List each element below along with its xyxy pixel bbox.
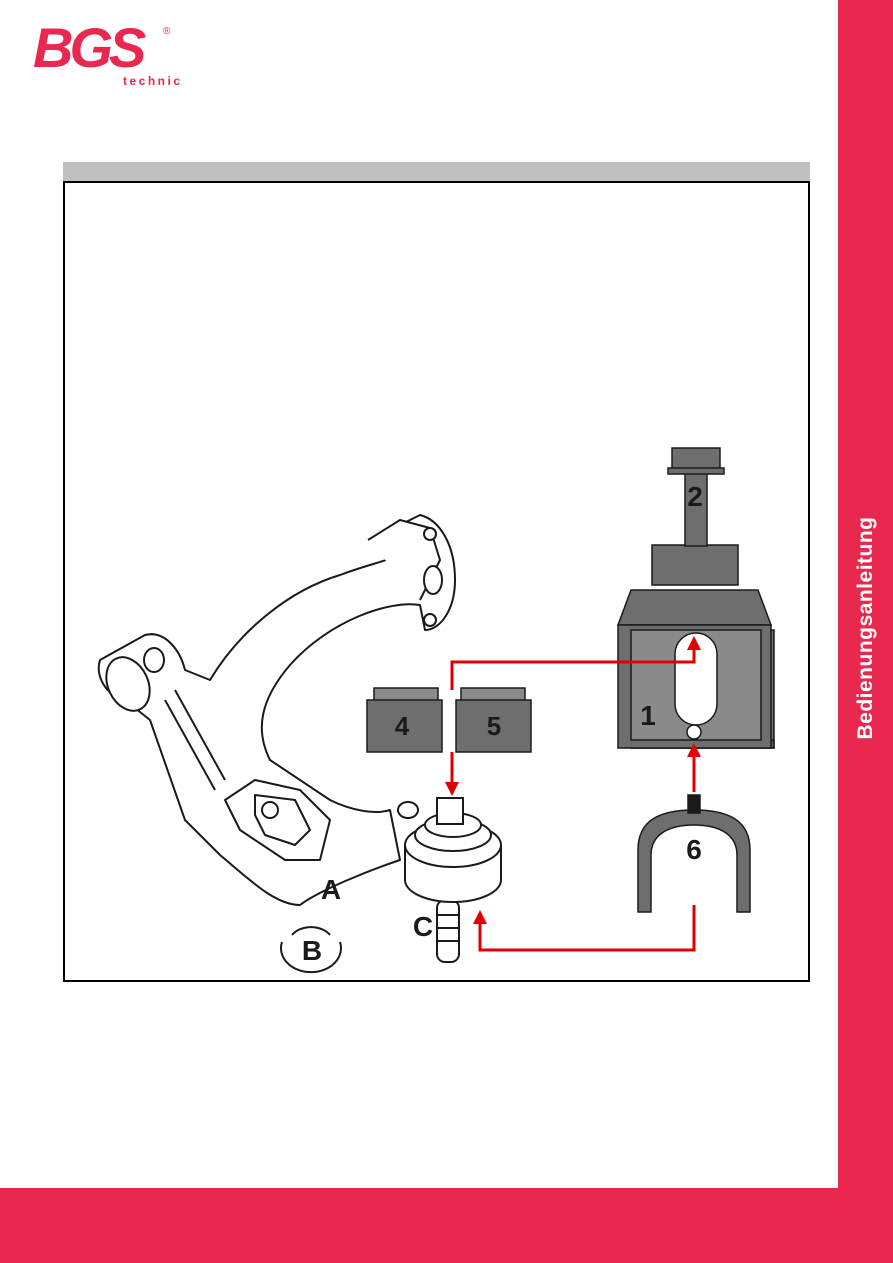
brand-registered-mark: ®	[163, 26, 170, 37]
label-point-a: A	[321, 874, 341, 905]
brand-logo: BGS ® technic	[33, 26, 173, 92]
label-part-4: 4	[395, 711, 410, 741]
section-header-bar	[63, 162, 810, 181]
footer-band	[0, 1188, 893, 1263]
assembly-illustration: 2 1 4 5 6 A B C	[65, 183, 808, 980]
label-part-1: 1	[640, 700, 656, 731]
label-point-c: C	[413, 911, 433, 942]
label-part-6: 6	[686, 834, 702, 865]
sidebar-title: Bedienungsanleitung	[854, 516, 878, 739]
label-part-5: 5	[487, 711, 501, 741]
label-point-b: B	[302, 935, 322, 966]
brand-logo-subtitle: technic	[123, 74, 183, 88]
figure-frame: 2 1 4 5 6 A B C	[63, 181, 810, 982]
brand-logo-wordmark: BGS	[33, 20, 142, 76]
label-part-2: 2	[687, 481, 703, 512]
